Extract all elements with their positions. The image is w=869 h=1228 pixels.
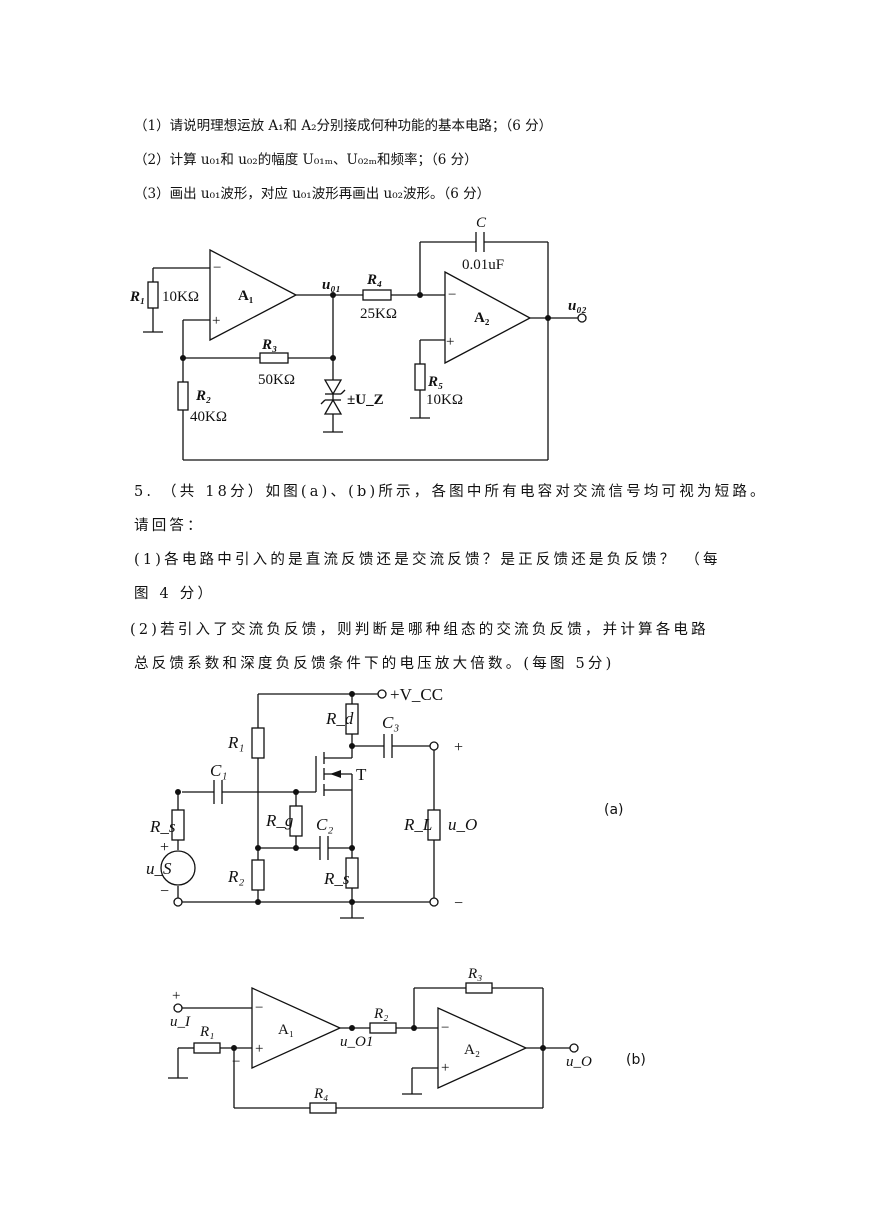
u02-label: u₀₂ [568,298,587,314]
r3-label: R₃ [261,337,277,353]
r4-label: R₄ [366,272,382,288]
a-rd-label: R_d [325,709,354,728]
a-rs-label: R_s [323,869,350,888]
b-in-minus: − [232,1054,240,1070]
q5-line-1: 5. （共 18分）如图(a)、(b)所示，各图中所有电容对交流信号均可视为短路… [134,484,768,500]
a2-label: A₂ [474,310,490,326]
r2-value: 40KΩ [190,409,227,425]
q4-item-2: （2）计算 u₀₁和 u₀₂的幅度 U₀₁ₘ、U₀₂ₘ和频率；（6 分） [134,152,478,168]
a-rl-label: R_L [403,815,432,834]
a-c2-label: C₂ [316,815,333,834]
circuit-diagram-a: +V_CC R_d C₃ R₁ C₁ T R_s R_g C₂ R_L u_O … [146,685,477,919]
a2-minus: − [448,287,456,303]
q5-line-2: 请回答： [134,518,205,534]
b-a2-minus: − [441,1020,449,1036]
c-label: C [476,215,487,231]
a-uo-label: u_O [448,815,477,834]
r5-value: 10KΩ [426,392,463,408]
b-r2-label: R₂ [373,1006,388,1022]
r1-value: 10KΩ [162,289,199,305]
r2-label: R₂ [195,388,211,404]
a-out-plus: + [454,739,463,756]
q4-item-1: （1）请说明理想运放 A₁和 A₂分别接成何种功能的基本电路；（6 分） [134,118,553,134]
circuit-b-label: (b) [626,1052,646,1068]
a-rs-src-label: R_s [149,817,176,836]
b-in-plus: + [172,988,180,1004]
b-a2-label: A₂ [464,1042,480,1058]
q5-line-4: 图 4 分） [134,586,216,602]
a1-label: A₁ [238,288,253,304]
b-r1-label: R₁ [199,1024,214,1040]
a-t-label: T [356,765,367,784]
b-uo1-label: u_O1 [340,1034,373,1050]
q5-line-6: 总反馈系数和深度负反馈条件下的电压放大倍数。(每图 5分) [134,656,615,672]
q4-item-3: （3）画出 u₀₁波形，对应 u₀₁波形再画出 u₀₂波形。（6 分） [134,186,491,202]
c-value: 0.01uF [462,257,504,273]
b-a1-label: A₁ [278,1022,294,1038]
b-ui-label: u_I [170,1014,191,1030]
a-us-label: u_S [146,859,172,878]
a1-minus: − [213,260,221,276]
a1-plus: + [212,313,220,329]
q5-line-3: (1)各电路中引入的是直流反馈还是交流反馈？是正反馈还是负反馈？ （每 [134,552,721,568]
b-uo-label: u_O [566,1054,592,1070]
b-r3-label: R₃ [467,966,482,982]
b-r4-label: R₄ [313,1086,328,1102]
a2-plus: + [446,334,454,350]
a-r2-label: R₂ [227,867,244,886]
a-c1-label: C₁ [210,761,227,780]
a-out-minus: − [454,895,463,912]
r5-label: R₅ [427,374,443,390]
a-vcc-label: +V_CC [390,685,443,704]
b-a2-plus: + [441,1060,449,1076]
r1-label: R₁ [129,289,145,305]
uz-label: ±U_Z [347,392,384,408]
a-src-minus: − [160,883,169,900]
circuit-diagram-1: − + A₁ R₁ 10KΩ R₂ 40KΩ R₃ 50KΩ u₀₁ R₄ 25… [129,215,587,461]
q5-line-5: (2)若引入了交流负反馈，则判断是哪种组态的交流负反馈，并计算各电路 [130,622,709,638]
a-src-plus: + [160,839,169,856]
r4-value: 25KΩ [360,306,397,322]
r3-value: 50KΩ [258,372,295,388]
u01-label: u₀₁ [322,277,341,293]
b-a1-minus: − [255,1000,263,1016]
a-rg-label: R_g [265,811,293,830]
a-c3-label: C₃ [382,713,399,732]
a-r1-label: R₁ [227,733,244,752]
b-a1-plus: + [255,1041,263,1057]
circuit-a-label: (a) [604,802,624,818]
